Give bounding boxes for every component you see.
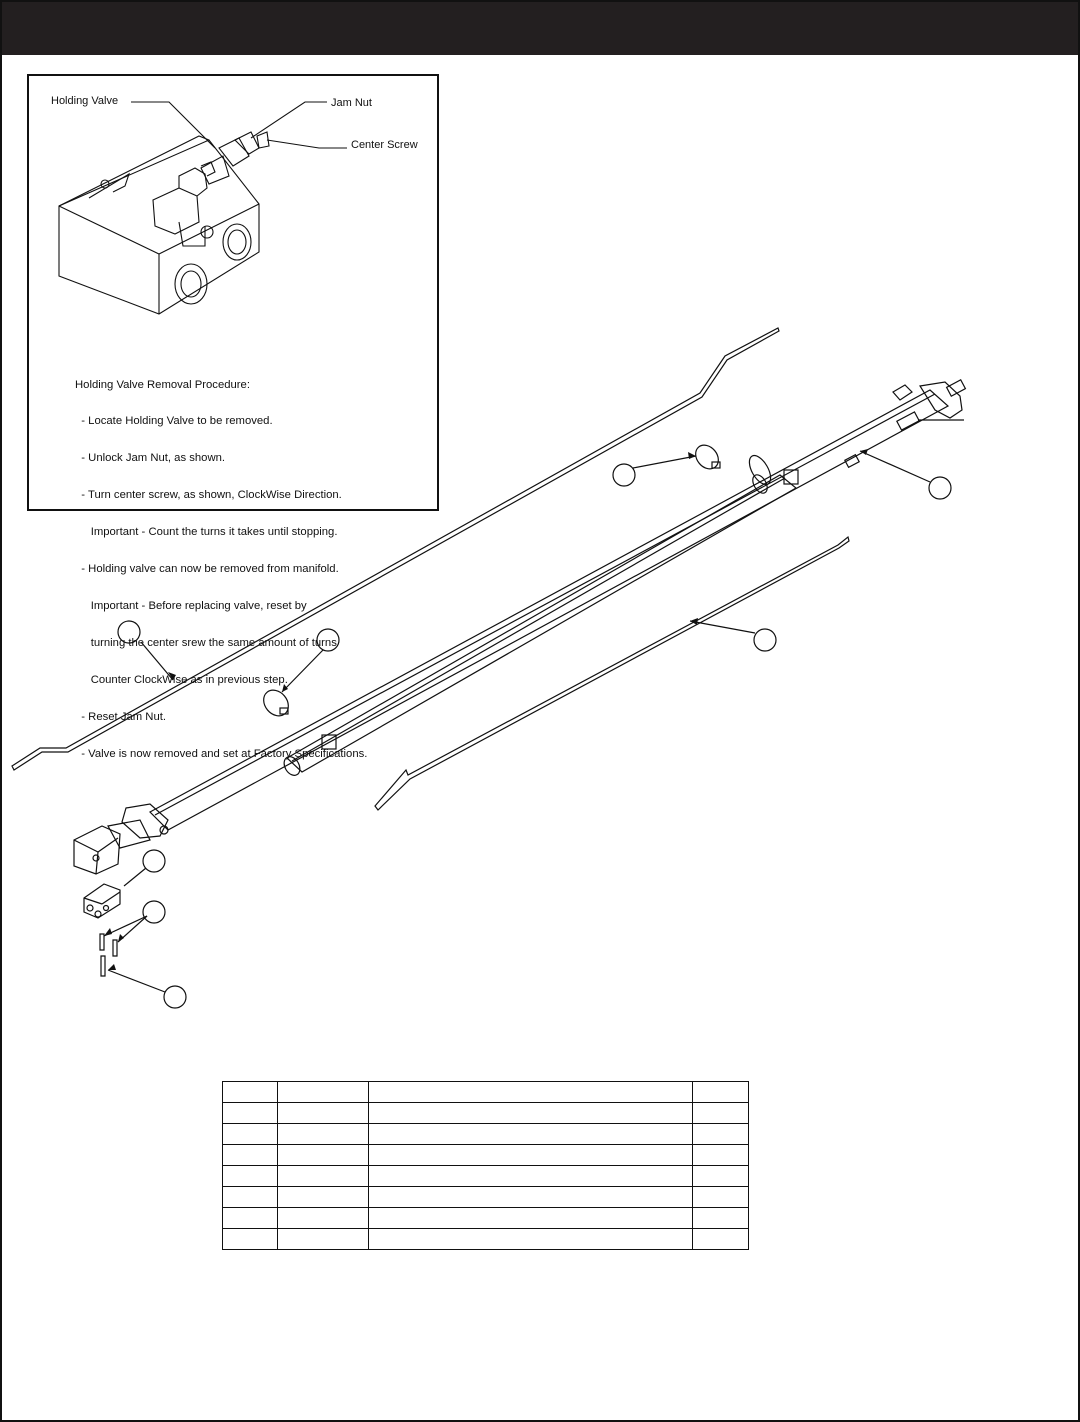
manifold-detail-drawing xyxy=(58,101,347,315)
procedure-line: Important - Before replacing valve, rese… xyxy=(75,599,307,612)
table-row xyxy=(222,1081,749,1103)
table-cell xyxy=(277,1165,369,1187)
table-cell xyxy=(692,1123,749,1145)
table-cell xyxy=(692,1081,749,1103)
procedure-line: - Turn center screw, as shown, ClockWise… xyxy=(75,489,342,502)
table-cell xyxy=(368,1186,693,1208)
table-row xyxy=(222,1144,749,1166)
table-cell xyxy=(277,1081,369,1103)
table-row xyxy=(222,1123,749,1145)
table-cell xyxy=(277,1123,369,1145)
table-cell xyxy=(692,1186,749,1208)
table-cell xyxy=(277,1207,369,1229)
second-cylinder xyxy=(285,474,798,773)
table-cell xyxy=(368,1102,693,1124)
callout-circle xyxy=(117,620,141,644)
manifold-fitting xyxy=(121,803,169,839)
table-cell xyxy=(368,1123,693,1145)
procedure-line: - Reset Jam Nut. xyxy=(75,710,167,723)
upper-rod xyxy=(11,327,780,771)
table-cell xyxy=(222,1228,278,1250)
table-cell xyxy=(368,1081,693,1103)
holding-valve-removal-procedure: Holding Valve Removal Procedure: - Locat… xyxy=(75,354,367,784)
holding-valve-detail-inset: Holding Valve Jam Nut Center Screw Holdi… xyxy=(27,74,439,760)
header-bar xyxy=(0,0,1080,55)
table-cell xyxy=(368,1165,693,1187)
table-cell xyxy=(368,1144,693,1166)
center-screw-label: Center Screw xyxy=(351,139,418,151)
table-cell xyxy=(692,1165,749,1187)
table-cell xyxy=(222,1207,278,1229)
holding-manifold xyxy=(83,883,121,919)
table-cell xyxy=(222,1123,278,1145)
table-row xyxy=(222,1102,749,1124)
table-cell xyxy=(692,1228,749,1250)
parts-list-table xyxy=(222,1081,749,1250)
main-cylinder xyxy=(149,389,950,831)
table-cell xyxy=(277,1144,369,1166)
cylinder-end-fitting xyxy=(919,381,963,419)
procedure-line: Counter ClockWise as in previous step. xyxy=(75,673,288,686)
table-cell xyxy=(692,1144,749,1166)
table-row xyxy=(222,1228,749,1250)
procedure-line: turning the center srew the same amount … xyxy=(75,636,337,649)
table-cell xyxy=(222,1165,278,1187)
table-cell xyxy=(222,1186,278,1208)
leader-line xyxy=(140,641,174,681)
lower-rod xyxy=(374,535,850,811)
valve-block xyxy=(73,825,121,875)
table-cell xyxy=(368,1228,693,1250)
jam-nut-label: Jam Nut xyxy=(331,97,372,109)
table-cell xyxy=(277,1102,369,1124)
holding-valve-label: Holding Valve xyxy=(51,95,119,107)
procedure-line: - Unlock Jam Nut, as shown. xyxy=(75,452,226,465)
table-row xyxy=(222,1186,749,1208)
procedure-line: Important - Count the turns it takes unt… xyxy=(75,526,338,539)
table-cell xyxy=(222,1144,278,1166)
table-cell xyxy=(222,1081,278,1103)
table-row xyxy=(222,1165,749,1187)
table-cell xyxy=(277,1228,369,1250)
table-cell xyxy=(692,1102,749,1124)
table-row xyxy=(222,1207,749,1229)
procedure-line: - Valve is now removed and set at Factor… xyxy=(75,747,368,760)
bolt xyxy=(99,933,105,951)
table-cell xyxy=(692,1207,749,1229)
procedure-line: - Locate Holding Valve to be removed. xyxy=(75,415,273,428)
table-cell xyxy=(368,1207,693,1229)
table-cell xyxy=(277,1186,369,1208)
procedure-line: - Holding valve can now be removed from … xyxy=(75,563,339,576)
procedure-line: Holding Valve Removal Procedure: xyxy=(75,378,250,391)
table-cell xyxy=(222,1102,278,1124)
